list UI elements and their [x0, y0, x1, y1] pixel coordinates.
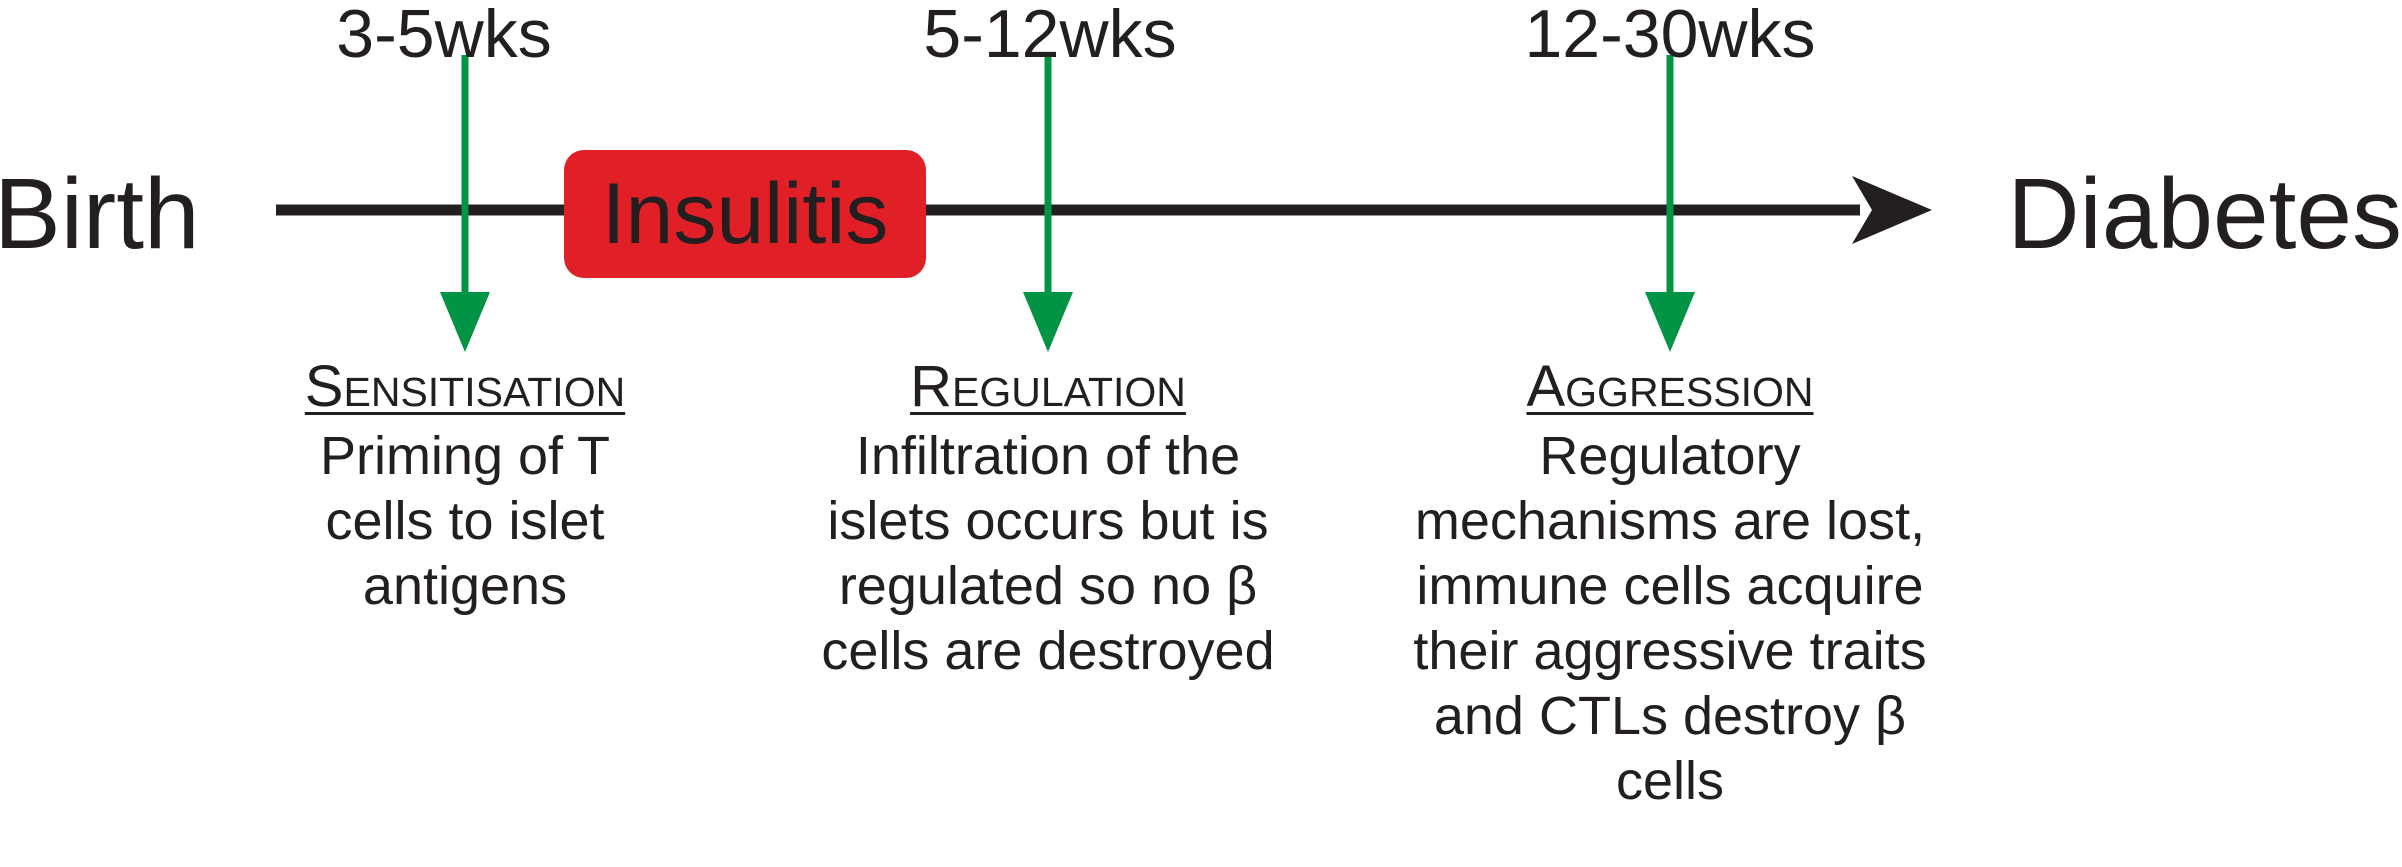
phase-3-desc-line: immune cells acquire — [1416, 556, 1924, 616]
phase-3-desc-line: Regulatory — [1539, 426, 1801, 486]
phase-2-title: Regulation — [910, 354, 1186, 419]
phase-aggression: Aggression Regulatory mechanisms are los… — [1413, 358, 1926, 814]
phase-2-desc-line: cells are destroyed — [821, 621, 1275, 681]
phase-1-title: Sensitisation — [304, 354, 626, 419]
phase-2-time: 5-12wks — [923, 0, 1177, 72]
phase-1-desc-line: cells to islet — [325, 491, 605, 551]
phase-2-desc-line: regulated so no β — [838, 556, 1258, 616]
phase-3-desc-line: and CTLs destroy β — [1433, 686, 1907, 746]
phase-3-time: 12-30wks — [1524, 0, 1816, 72]
phase-3-description: Regulatory mechanisms are lost, immune c… — [1413, 424, 1926, 814]
phase-arrow-3-head — [1645, 292, 1695, 352]
phase-1-time: 3-5wks — [336, 0, 552, 72]
phase-3-desc-line: mechanisms are lost, — [1414, 491, 1926, 551]
diabetes-label: Diabetes — [2007, 158, 2402, 270]
phase-2-desc-line: islets occurs but is — [827, 491, 1269, 551]
phase-3-desc-line: their aggressive traits — [1413, 621, 1927, 681]
phase-2-desc-line: Infiltration of the — [855, 426, 1241, 486]
insulitis-box: Insulitis — [564, 150, 926, 278]
phase-1-desc-line: antigens — [362, 556, 568, 616]
phase-1-desc-line: Priming of T — [319, 426, 611, 486]
timeline-arrowhead — [1852, 176, 1932, 244]
phase-arrow-2-head — [1023, 292, 1073, 352]
phase-3-desc-line: cells — [1615, 751, 1725, 811]
phase-regulation: Regulation Infiltration of the islets oc… — [821, 358, 1274, 684]
birth-label: Birth — [0, 158, 200, 270]
insulitis-label: Insulitis — [601, 166, 889, 262]
phase-2-description: Infiltration of the islets occurs but is… — [821, 424, 1274, 684]
phase-1-description: Priming of T cells to islet antigens — [305, 424, 625, 619]
phase-sensitisation: Sensitisation Priming of T cells to isle… — [305, 358, 625, 619]
phase-arrow-1-head — [440, 292, 490, 352]
phase-3-title: Aggression — [1526, 354, 1814, 419]
